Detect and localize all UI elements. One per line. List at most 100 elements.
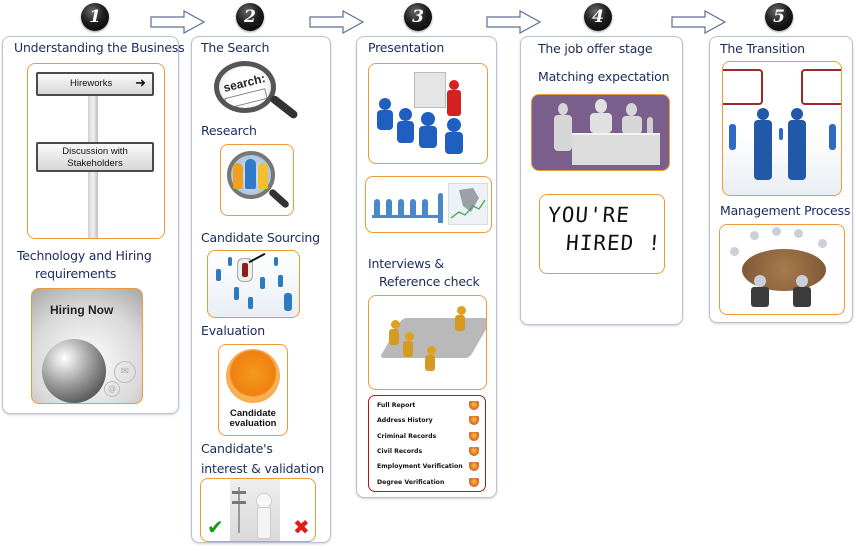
person-head (558, 103, 568, 115)
presenter-head (449, 80, 459, 90)
section-title: Interviews & (368, 256, 444, 271)
section-title: requirements (35, 266, 117, 281)
verified-shield-icon (469, 446, 479, 456)
person-head (750, 231, 759, 240)
section-title: Management Process (720, 203, 851, 218)
checklist-item: Employment Verification (377, 459, 479, 473)
sign-discussion: Discussion with Stakeholders (36, 142, 154, 172)
step-badge-2: 2 (236, 3, 264, 31)
person-body (590, 113, 612, 133)
section-title: Evaluation (201, 323, 265, 338)
person-head (818, 239, 827, 248)
youre-hired-note: YOU'RE HIRED ! (539, 194, 665, 274)
reference-checklist: Full Report Address History Criminal Rec… (368, 395, 486, 492)
checklist-label: Criminal Records (377, 432, 437, 440)
signpost-pole (238, 487, 240, 533)
section-title: Research (201, 123, 257, 138)
round-table-meeting-illustration (719, 224, 845, 315)
image-caption: YOU'RE (547, 203, 631, 227)
person-body (403, 341, 413, 357)
step-1-panel: Understanding the Business Hireworks ➜ D… (2, 36, 185, 414)
audience-body (445, 132, 463, 154)
person-body (788, 120, 806, 180)
speech-bubble-icon (723, 69, 763, 105)
sign-label: Hireworks (70, 78, 113, 89)
plant-icon (647, 117, 653, 133)
person-icon (779, 128, 783, 140)
verified-shield-icon (469, 431, 479, 441)
section-title: The Transition (720, 41, 805, 56)
image-caption: HIRED ! (565, 231, 663, 255)
chair-icon (751, 287, 769, 307)
checklist-label: Civil Records (377, 447, 423, 455)
magnifier-lens: search: (214, 61, 276, 113)
caption-line: evaluation (229, 418, 277, 429)
line-chart-icon (450, 188, 486, 219)
person-head (791, 108, 803, 120)
hiring-now-globe-illustration: Hiring Now ✉ @ (31, 288, 143, 404)
person-icon (260, 277, 265, 289)
person-head (626, 103, 637, 116)
checklist-item: Degree Verification (377, 475, 479, 489)
checklist-label: Employment Verification (377, 462, 463, 470)
person-icon (422, 199, 428, 215)
arrow-right-icon (150, 10, 206, 34)
magnifier-handle (267, 187, 291, 210)
magnifier-search-illustration: search: (214, 61, 304, 121)
person-icon (228, 257, 232, 266)
thinking-figure-illustration (230, 479, 280, 541)
map-chart-graphic (448, 183, 488, 225)
person-head (730, 247, 739, 256)
person-icon (278, 275, 283, 287)
person-icon (216, 269, 221, 281)
person-head (595, 99, 607, 113)
audience-body (419, 126, 437, 148)
verified-shield-icon (469, 477, 479, 487)
audience-body (377, 110, 393, 130)
person-icon (274, 257, 278, 266)
section-title: Candidate's (201, 441, 273, 456)
checklist-item: Full Report (377, 398, 479, 412)
checklist-item: Criminal Records (377, 429, 479, 443)
person-icon (386, 199, 392, 215)
person-icon (829, 124, 836, 150)
person-head (772, 227, 781, 236)
globe-icon (42, 339, 106, 403)
caption-line: Candidate (230, 408, 276, 419)
checklist-item: Civil Records (377, 444, 479, 458)
candidate-evaluation-button: Candidate evaluation (218, 344, 288, 436)
checklist-label: Degree Verification (377, 478, 445, 486)
magnifier-people-illustration (220, 144, 294, 216)
section-title: Matching expectation (538, 69, 670, 84)
step-badge-5: 5 (765, 3, 793, 31)
person-icon (284, 293, 292, 311)
decision-signpost-illustration: ✔ ✖ (200, 478, 316, 542)
audience-head (421, 112, 435, 126)
step-number: 3 (412, 7, 424, 27)
step-2-panel: The Search search: Research Candidate So… (191, 36, 331, 543)
chair-icon (793, 287, 811, 307)
presentation-audience-illustration (368, 63, 488, 164)
audience-head (399, 108, 412, 121)
person-icon (398, 199, 404, 215)
person-head (794, 229, 803, 238)
handshake-speech-bubbles-illustration (722, 61, 842, 196)
image-caption: Hiring Now (50, 303, 114, 317)
section-title: Understanding the Business (14, 40, 185, 55)
selected-person-icon (242, 263, 248, 277)
step-badge-3: 3 (404, 3, 432, 31)
person-icon (248, 297, 253, 309)
verified-shield-icon (469, 461, 479, 471)
person-head (391, 320, 400, 329)
evaluation-button-icon (226, 349, 280, 403)
person-head (405, 332, 414, 341)
cross-icon: ✖ (293, 515, 310, 539)
step-badge-4: 4 (584, 3, 612, 31)
person-icon (410, 199, 416, 215)
step-3-panel: Presentation Interviews & Reference chec… (356, 36, 497, 498)
step-number: 5 (773, 7, 785, 27)
image-caption: Candidate evaluation (219, 409, 287, 429)
person-head (754, 275, 766, 287)
checklist-label: Full Report (377, 401, 416, 409)
person-icon (233, 163, 243, 189)
